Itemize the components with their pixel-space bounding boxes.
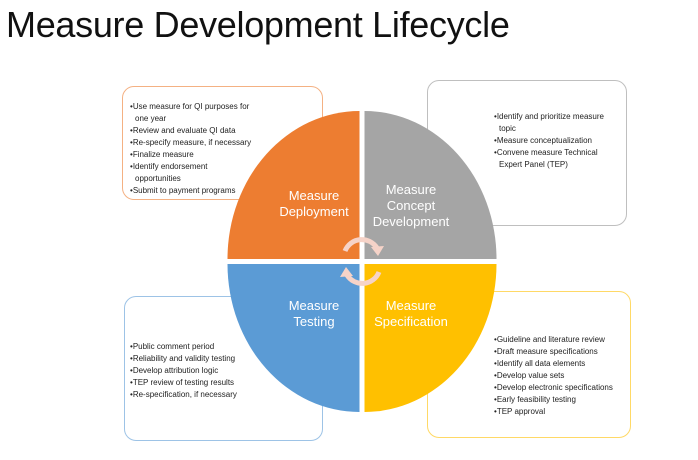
- cycle-arrows-icon: [342, 237, 382, 286]
- list-item: Develop value sets: [494, 370, 630, 382]
- list-item: Convene measure Technical Expert Panel (…: [494, 147, 619, 171]
- quadrant-deployment: [227, 111, 360, 259]
- label-line: Deployment: [279, 204, 349, 219]
- list-item: Guideline and literature review: [494, 334, 630, 346]
- list-item: Public comment period: [130, 341, 270, 353]
- label-line: Measure: [288, 298, 340, 313]
- list-item: Review and evaluate QI data: [130, 125, 255, 137]
- list-item: Identify and prioritize measure topic: [494, 111, 619, 135]
- list-item: Early feasibility testing: [494, 394, 630, 406]
- label-line: Development: [372, 214, 450, 229]
- list-item: Identify endorsement opportunities: [130, 161, 255, 185]
- concept-box: Identify and prioritize measure topic Me…: [427, 80, 627, 226]
- list-item: Develop electronic specifications: [494, 382, 630, 394]
- label-concept: Measure Concept Development: [356, 182, 466, 230]
- list-item: Draft measure specifications: [494, 346, 630, 358]
- label-line: Specification: [374, 314, 448, 329]
- list-item: Measure conceptualization: [494, 135, 619, 147]
- label-line: Measure: [288, 188, 340, 203]
- quadrant-testing: [227, 264, 360, 412]
- page-title: Measure Development Lifecycle: [6, 4, 510, 45]
- label-line: Testing: [293, 314, 335, 329]
- list-item: Identify all data elements: [494, 358, 630, 370]
- list-item: Develop attribution logic: [130, 365, 270, 377]
- specification-list: Guideline and literature review Draft me…: [494, 334, 630, 418]
- list-item: Re-specification, if necessary: [130, 389, 270, 401]
- list-item: TEP approval: [494, 406, 630, 418]
- label-line: Measure: [385, 298, 437, 313]
- list-item: Use measure for QI purposes for one year: [130, 101, 255, 125]
- testing-list: Public comment period Reliability and va…: [130, 341, 270, 401]
- label-deployment: Measure Deployment: [259, 188, 369, 220]
- list-item: Re-specify measure, if necessary: [130, 137, 255, 149]
- list-item: Finalize measure: [130, 149, 255, 161]
- list-item: Reliability and validity testing: [130, 353, 270, 365]
- deployment-list: Use measure for QI purposes for one year…: [130, 101, 255, 197]
- label-testing: Measure Testing: [259, 298, 369, 330]
- label-specification: Measure Specification: [356, 298, 466, 330]
- arrowhead-icon: [371, 246, 384, 256]
- concept-list: Identify and prioritize measure topic Me…: [494, 111, 619, 171]
- list-item: TEP review of testing results: [130, 377, 270, 389]
- list-item: Submit to payment programs: [130, 185, 255, 197]
- label-line: Concept: [386, 198, 436, 213]
- label-line: Measure: [385, 182, 437, 197]
- arrowhead-icon: [340, 267, 353, 277]
- quadrant-concept: [364, 111, 497, 259]
- specification-box: Guideline and literature review Draft me…: [427, 291, 631, 438]
- quadrant-specification: [364, 264, 497, 413]
